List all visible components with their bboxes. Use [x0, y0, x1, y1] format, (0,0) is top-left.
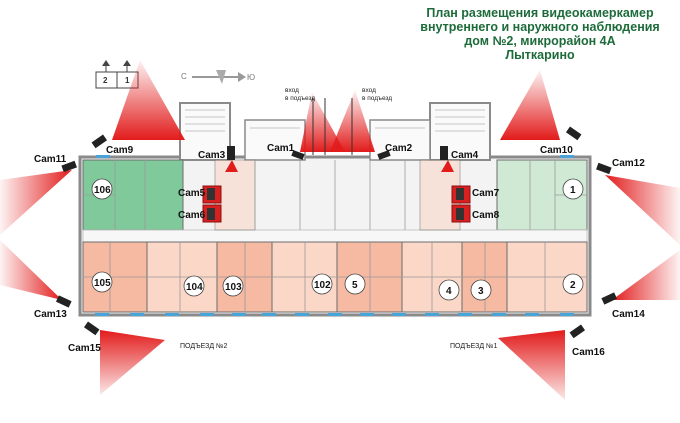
apt-105: 105: [94, 278, 111, 289]
cone-cam1: [300, 92, 345, 152]
building: [78, 102, 592, 317]
label-cam16: Cam16: [572, 347, 605, 358]
camera-icon-cam3: [227, 146, 235, 160]
camera-labels: Cam1 Cam2 Cam3 Cam4 Cam5 Cam6 Cam7 Cam8 …: [34, 143, 645, 358]
label-cam10: Cam10: [540, 145, 573, 156]
camera-icon-cam1: [291, 150, 305, 160]
plan-title: План размещения видеокамеркамер внутренн…: [400, 6, 680, 62]
legend-box-1: 1: [125, 76, 130, 85]
camera-icon-cam12: [596, 162, 612, 175]
camera-icon-cam6: [207, 208, 215, 220]
apt-3: 3: [478, 286, 484, 297]
apt-4: 4: [446, 286, 452, 297]
entrance-1-label: ПОДЪЕЗД №1: [450, 343, 498, 350]
camera-icon-cam7: [456, 188, 464, 200]
label-cam11: Cam11: [34, 154, 67, 165]
apt-102: 102: [314, 280, 331, 291]
cone-cam15: [100, 330, 165, 395]
cone-cam4: [441, 160, 454, 172]
cone-cam10: [500, 70, 560, 140]
camera-icon-cam14: [601, 292, 618, 305]
title-line-4: Лыткарино: [505, 48, 575, 62]
camera-icon-cam11: [61, 160, 77, 173]
title-line-2: внутреннего и наружного наблюдения: [420, 20, 660, 34]
label-cam14: Cam14: [612, 309, 645, 320]
compass-west: С: [181, 72, 187, 81]
compass: С Ю: [181, 70, 255, 84]
cone-cam14: [612, 250, 680, 300]
label-cam12: Cam12: [612, 158, 645, 169]
title-line-1: План размещения видеокамеркамер: [426, 6, 654, 20]
cone-cam3: [225, 160, 238, 172]
label-cam8: Cam8: [472, 210, 500, 221]
camera-icon-cam10: [565, 126, 582, 141]
apt-104: 104: [186, 282, 203, 293]
apt-103: 103: [225, 282, 242, 293]
apt-2: 2: [570, 280, 576, 291]
cone-cam11: [0, 170, 72, 235]
label-cam2: Cam2: [385, 143, 413, 154]
label-cam13: Cam13: [34, 309, 67, 320]
label-cam4: Cam4: [451, 150, 479, 161]
camera-icon-cam4: [440, 146, 448, 160]
label-cam9: Cam9: [106, 145, 134, 156]
apt-106: 106: [94, 185, 111, 196]
section-legend: 2 1: [95, 60, 139, 89]
cone-cam13: [0, 240, 62, 300]
cone-cam9: [112, 60, 185, 140]
apt-1: 1: [570, 185, 576, 196]
cone-cam12: [605, 175, 680, 245]
title-line-3: дом №2, микрорайон 4А: [464, 34, 616, 48]
label-cam3: Cam3: [198, 150, 226, 161]
legend-box-2: 2: [103, 76, 108, 85]
camera-icon-cam16: [569, 324, 586, 339]
label-cam1: Cam1: [267, 143, 295, 154]
camera-icon-cam5: [207, 188, 215, 200]
apartment-numbers: 106 105 104 103 102 5 4 3 2 1: [91, 178, 584, 301]
label-cam5: Cam5: [178, 188, 206, 199]
camera-icon-cam2: [377, 150, 391, 160]
camera-coverage: [0, 60, 680, 400]
label-cam6: Cam6: [178, 210, 206, 221]
apt-5: 5: [352, 280, 358, 291]
camera-icon-cam8: [456, 208, 464, 220]
camera-icon-cam13: [55, 295, 72, 308]
camera-icons: [55, 126, 618, 339]
camera-icon-cam15: [83, 321, 100, 336]
camera-icon-cam9: [91, 134, 108, 149]
compass-east: Ю: [247, 73, 255, 82]
label-cam7: Cam7: [472, 188, 500, 199]
label-cam15: Cam15: [68, 343, 101, 354]
entrance-2-label: ПОДЪЕЗД №2: [180, 343, 228, 350]
cone-cam16: [498, 330, 565, 400]
